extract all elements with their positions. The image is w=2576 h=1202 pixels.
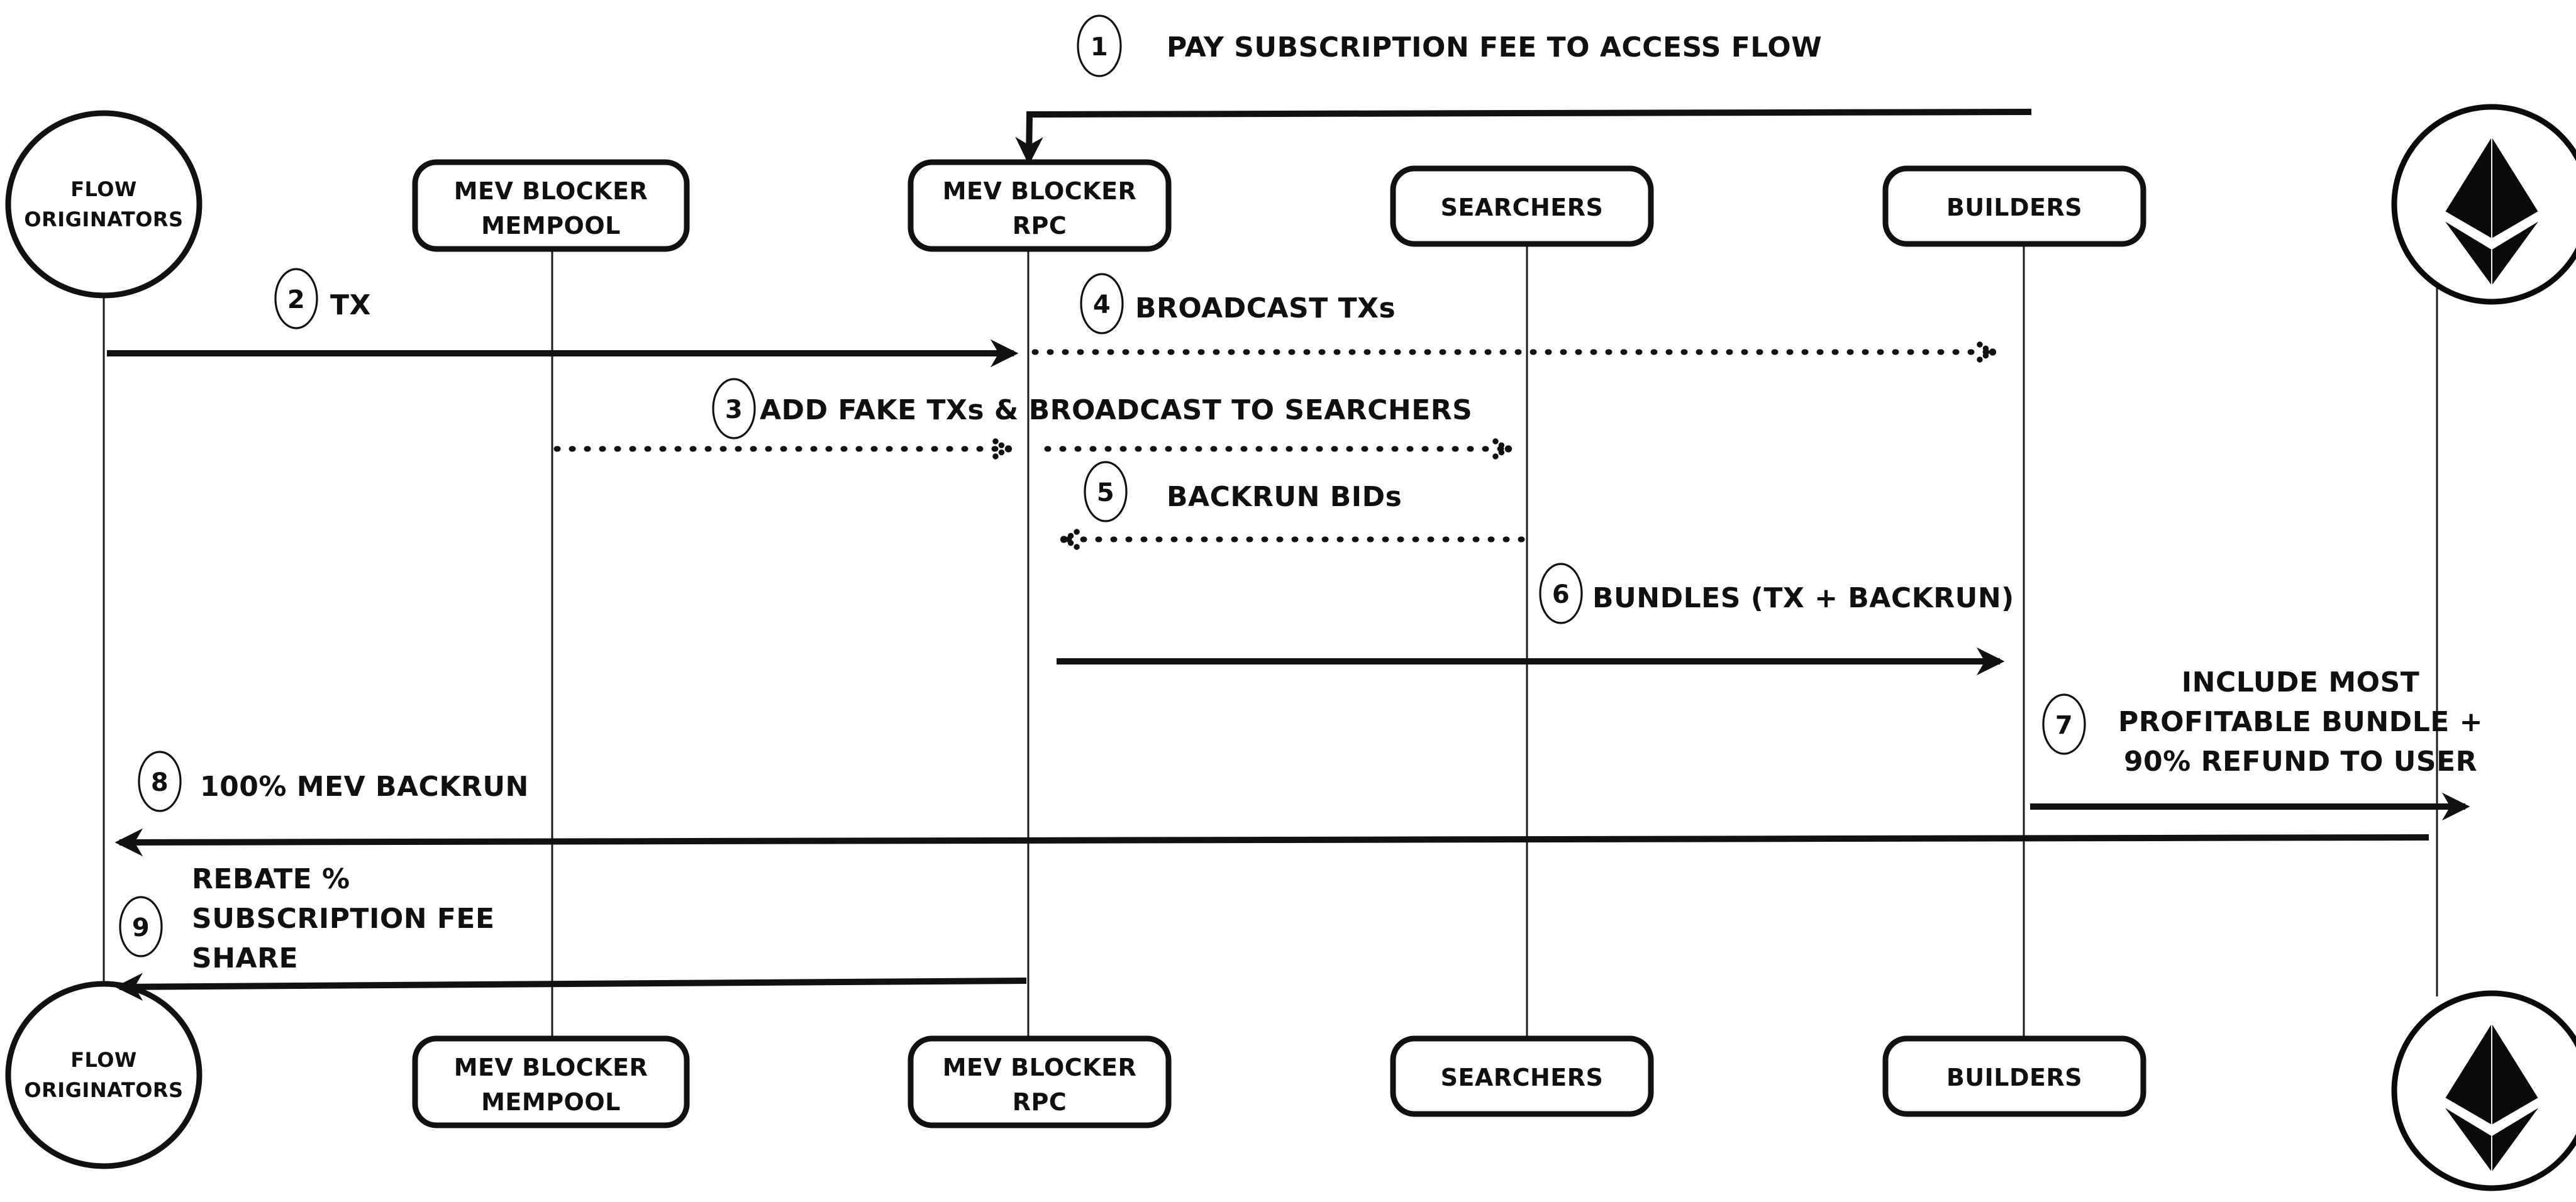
- mev-blocker-rpc-box-bottom: [908, 1035, 1172, 1128]
- mev-blocker-rpc-label-line1-bottom: MEV BLOCKER: [943, 1054, 1137, 1081]
- message-5-number: 5: [1097, 478, 1114, 507]
- message-1-arrow: [1015, 109, 2032, 165]
- builders-label-top: BUILDERS: [1946, 194, 2082, 221]
- mev-blocker-rpc-label-line2-bottom: RPC: [1013, 1088, 1067, 1116]
- participant-searchers-top[interactable]: SEARCHERS: [1390, 165, 1654, 247]
- message-7-label-line1: INCLUDE MOST: [2182, 666, 2419, 698]
- message-1-label: PAY SUBSCRIPTION FEE TO ACCESS FLOW: [1167, 31, 1822, 63]
- message-9-label-line2: SUBSCRIPTION FEE: [192, 903, 495, 935]
- participant-ethereum-bottom[interactable]: [2391, 990, 2576, 1191]
- participant-searchers-bottom[interactable]: SEARCHERS: [1390, 1035, 1654, 1117]
- builders-box-top: [1882, 165, 2146, 247]
- flow-originators-label-line1-top: FLOW: [70, 177, 137, 201]
- message-8-number-circle: [138, 751, 182, 812]
- message-5[interactable]: 5 BACKRUN BIDs: [1060, 461, 1525, 550]
- message-8-arrow: [114, 828, 2429, 857]
- message-4-label: BROADCAST TXs: [1135, 292, 1396, 324]
- message-7[interactable]: 7 INCLUDE MOST PROFITABLE BUNDLE + 90% R…: [2030, 666, 2483, 821]
- builders-label-bottom: BUILDERS: [1946, 1064, 2082, 1091]
- participant-mev-blocker-rpc-top[interactable]: MEV BLOCKER RPC: [908, 159, 1172, 252]
- searchers-box-top: [1390, 165, 1654, 247]
- mev-blocker-mempool-box-bottom: [412, 1035, 690, 1128]
- message-7-label-line2: PROFITABLE BUNDLE +: [2118, 706, 2483, 738]
- message-3-label: ADD FAKE TXs & BROADCAST TO SEARCHERS: [760, 394, 1472, 426]
- message-2-number-circle: [274, 268, 318, 329]
- message-5-number-circle: [1084, 461, 1128, 522]
- ethereum-logo-icon-bottom: [2445, 1023, 2539, 1172]
- message-8-number: 8: [151, 768, 169, 797]
- mev-blocker-rpc-label-line2-top: RPC: [1013, 212, 1067, 240]
- message-4[interactable]: 4 BROADCAST TXs: [1031, 273, 1997, 363]
- mev-blocker-mempool-label-line2-top: MEMPOOL: [481, 212, 621, 240]
- message-2[interactable]: 2 TX: [107, 268, 1019, 368]
- message-9-label-line3: SHARE: [192, 942, 298, 974]
- message-9-number-circle: [119, 896, 163, 957]
- message-7-number-circle: [2042, 693, 2086, 755]
- participant-mev-blocker-mempool-top[interactable]: MEV BLOCKER MEMPOOL: [412, 159, 690, 252]
- message-2-label: TX: [330, 289, 371, 321]
- message-2-number: 2: [287, 285, 305, 314]
- message-6-label: BUNDLES (TX + BACKRUN): [1592, 582, 2014, 614]
- message-9-number: 9: [132, 913, 150, 942]
- message-7-number: 7: [2055, 711, 2073, 740]
- searchers-label-bottom: SEARCHERS: [1441, 1064, 1604, 1091]
- mev-blocker-mempool-box-top: [412, 159, 690, 252]
- flow-originators-label-line1-bottom: FLOW: [70, 1048, 137, 1072]
- mev-blocker-mempool-label-line1-bottom: MEV BLOCKER: [454, 1054, 648, 1081]
- participant-flow-originators-top[interactable]: FLOW ORIGINATORS: [5, 110, 203, 299]
- message-6-number: 6: [1552, 580, 1570, 609]
- message-6-number-circle: [1539, 563, 1583, 624]
- mev-blocker-rpc-label-line1-top: MEV BLOCKER: [943, 177, 1137, 205]
- message-4-number-circle: [1080, 273, 1124, 334]
- participant-flow-originators-bottom[interactable]: FLOW ORIGINATORS: [5, 981, 203, 1169]
- flow-originators-ellipse-bottom: [5, 981, 203, 1169]
- flow-originators-ellipse-top: [5, 110, 203, 299]
- searchers-label-top: SEARCHERS: [1441, 194, 1604, 221]
- participant-builders-top[interactable]: BUILDERS: [1882, 165, 2146, 247]
- message-8[interactable]: 8 100% MEV BACKRUN: [114, 751, 2429, 857]
- message-3-number: 3: [725, 395, 743, 424]
- mev-blocker-mempool-label-line1-top: MEV BLOCKER: [454, 177, 648, 205]
- message-3-number-circle: [712, 378, 756, 439]
- message-7-label-line3: 90% REFUND TO USER: [2124, 746, 2477, 778]
- flow-originators-label-line2-bottom: ORIGINATORS: [24, 1078, 183, 1102]
- message-9-label-line1: REBATE %: [192, 863, 350, 895]
- message-5-label: BACKRUN BIDs: [1167, 481, 1402, 513]
- ethereum-logo-icon-top: [2445, 137, 2539, 286]
- builders-box-bottom: [1882, 1035, 2146, 1117]
- participant-ethereum-top[interactable]: [2391, 104, 2576, 305]
- message-6[interactable]: 6 BUNDLES (TX + BACKRUN): [1057, 563, 2014, 676]
- lifelines-group: [103, 245, 2438, 1040]
- participant-mev-blocker-rpc-bottom[interactable]: MEV BLOCKER RPC: [908, 1035, 1172, 1128]
- message-1[interactable]: 1 PAY SUBSCRIPTION FEE TO ACCESS FLOW: [1015, 14, 2032, 165]
- message-1-number: 1: [1091, 33, 1108, 62]
- message-9[interactable]: 9 REBATE % SUBSCRIPTION FEE SHARE: [114, 863, 1027, 1001]
- searchers-box-bottom: [1390, 1035, 1654, 1117]
- message-4-number: 4: [1093, 290, 1111, 319]
- message-1-number-circle: [1077, 14, 1122, 77]
- participant-mev-blocker-mempool-bottom[interactable]: MEV BLOCKER MEMPOOL: [412, 1035, 690, 1128]
- message-8-label: 100% MEV BACKRUN: [200, 771, 529, 803]
- participant-builders-bottom[interactable]: BUILDERS: [1882, 1035, 2146, 1117]
- message-9-arrow: [114, 973, 1027, 1001]
- flow-originators-label-line2-top: ORIGINATORS: [24, 207, 183, 231]
- mev-blocker-mempool-label-line2-bottom: MEMPOOL: [481, 1088, 621, 1116]
- message-3[interactable]: 3 ADD FAKE TXs & BROADCAST TO SEARCHERS: [553, 378, 1513, 460]
